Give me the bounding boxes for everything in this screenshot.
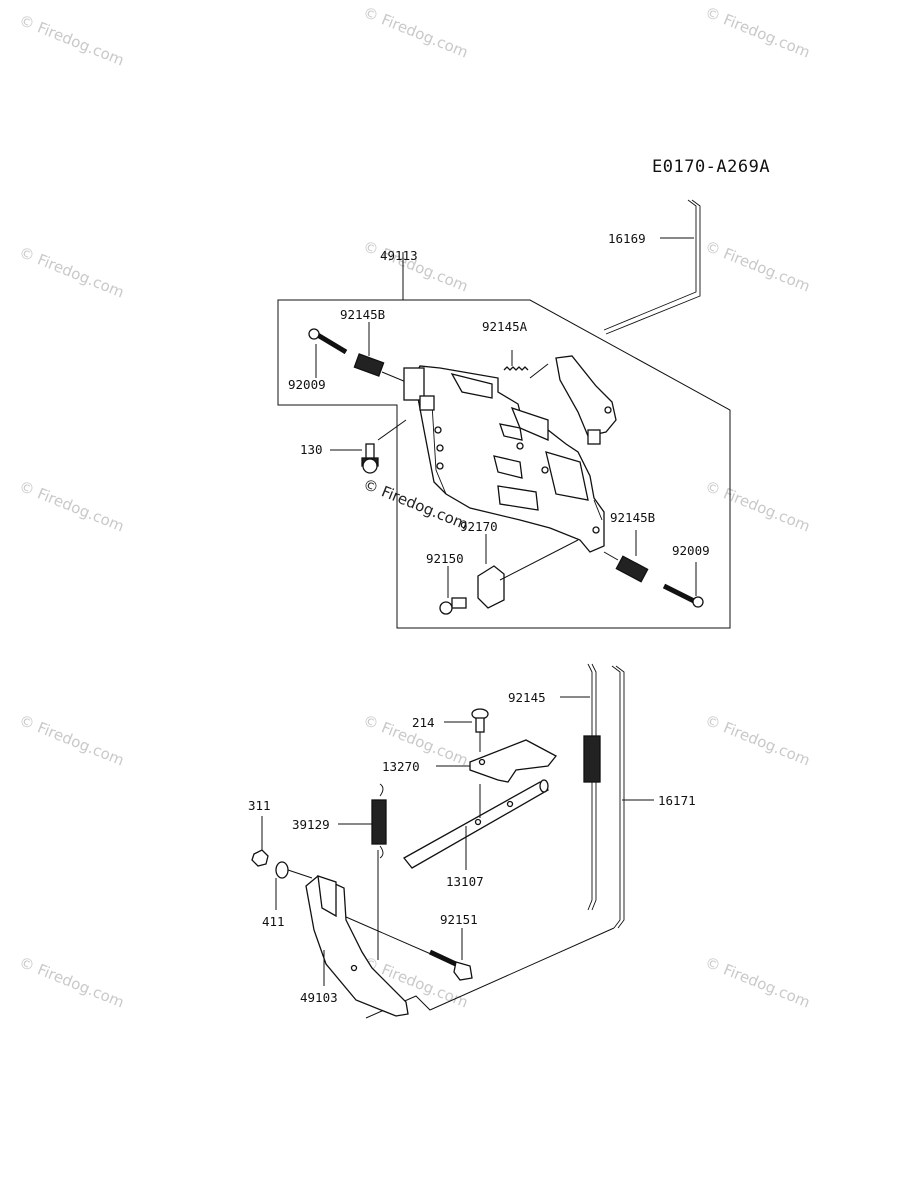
part-label: 13107 <box>446 874 484 889</box>
screw-92009-lower <box>662 562 704 608</box>
screw-92009-upper <box>308 328 348 378</box>
part-label: 92145B <box>610 510 655 525</box>
part-label: 214 <box>412 715 435 730</box>
rod-92145 <box>560 663 601 911</box>
part-label: 92009 <box>672 543 710 558</box>
watermark: © Firedog.com <box>17 711 127 769</box>
watermark: © Firedog.com <box>17 953 127 1011</box>
part-label: 92145 <box>508 690 546 705</box>
part-label: 16171 <box>658 793 696 808</box>
washer-411 <box>275 861 313 910</box>
shaft-13107 <box>403 779 550 870</box>
control-panel-assembly <box>277 199 731 629</box>
part-label: 49113 <box>380 248 418 263</box>
part-label: 130 <box>300 442 323 457</box>
part-label: 16169 <box>608 231 646 246</box>
bolt-92151 <box>428 928 473 981</box>
rod-16171 <box>611 665 654 929</box>
lever-49103 <box>305 875 409 1017</box>
part-label: 92145A <box>482 319 528 334</box>
watermark: © Firedog.com <box>703 237 813 295</box>
watermark: © Firedog.com <box>703 3 813 61</box>
watermark: © Firedog.com <box>17 243 127 301</box>
upper-lever <box>555 355 617 445</box>
part-label: 411 <box>262 914 285 929</box>
watermark: © Firedog.com <box>361 3 471 61</box>
part-label: 39129 <box>292 817 330 832</box>
part-label: 49103 <box>300 990 338 1005</box>
spring-92145b-upper <box>353 322 407 383</box>
part-label: 311 <box>248 798 271 813</box>
bolt-214 <box>444 708 489 752</box>
clip <box>403 367 425 401</box>
nut-311 <box>251 816 269 867</box>
part-label: 92009 <box>288 377 326 392</box>
control-plate <box>409 365 605 553</box>
watermark: © Firedog.com <box>361 237 471 295</box>
bolt-92150 <box>439 566 467 615</box>
rod-16169 <box>603 199 701 335</box>
part-label: 92145B <box>340 307 385 322</box>
watermark: © Firedog.com <box>17 477 127 535</box>
nut <box>419 395 435 411</box>
bolt-130 <box>330 419 407 474</box>
watermark: © Firedog.com <box>703 711 813 769</box>
bracket-92170 <box>477 534 579 609</box>
part-label: 13270 <box>382 759 420 774</box>
watermark: © Firedog.com <box>703 953 813 1011</box>
part-label: 92151 <box>440 912 478 927</box>
spring-39129 <box>338 783 387 859</box>
spring-92145b-lower <box>603 530 649 583</box>
diagram-code: E0170-A269A <box>652 157 770 177</box>
part-label: 92170 <box>460 519 498 534</box>
lever-assembly <box>251 663 654 1019</box>
plate-13270 <box>436 739 557 783</box>
part-label: 92150 <box>426 551 464 566</box>
watermark: © Firedog.com <box>17 11 127 69</box>
watermark: © Firedog.com <box>703 477 813 535</box>
spring-92145a <box>503 350 549 379</box>
